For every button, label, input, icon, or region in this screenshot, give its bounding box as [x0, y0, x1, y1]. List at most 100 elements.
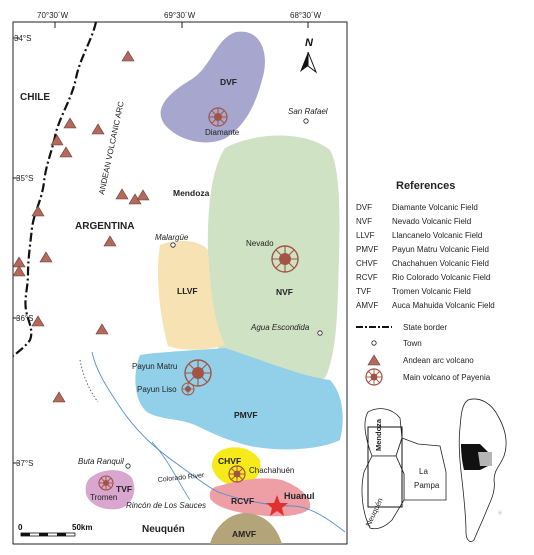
town-agua-escondida-icon [317, 330, 323, 336]
arc-volcano-icon [52, 391, 66, 403]
arc-volcano-icon [103, 235, 117, 247]
north-arrow-label: N [305, 37, 314, 49]
ref-abbr: TVF [356, 287, 371, 296]
label-chvf: CHVF [218, 456, 241, 466]
label-llvf: LLVF [177, 286, 198, 296]
label-colorado-river: Colorado River [157, 472, 205, 484]
volcano-diamante-icon [208, 107, 228, 127]
lon-label-2: 69°30´W [164, 11, 196, 20]
scale-end: 50km [72, 523, 92, 532]
ref-name: Payun Matru Volcanic Field [392, 245, 489, 254]
lat-label-4: 37°S [16, 459, 33, 468]
ref-name: Chachahuen Volcanic Field [392, 259, 489, 268]
ref-abbr: DVF [356, 203, 372, 212]
town-buta-ranquil-icon [125, 463, 131, 469]
inset-label-mendoza: Mendoza [374, 418, 383, 451]
legend-main-volcano: Main volcano of Payenia [403, 373, 491, 382]
lat-label-1: 34°S [14, 34, 31, 43]
arc-volcano-icon [63, 117, 77, 129]
volcano-chachahuen-icon [228, 465, 246, 483]
state-border [12, 21, 98, 357]
arc-volcano-icon [39, 251, 53, 263]
coordinate-ticks [13, 22, 309, 464]
inset-label-la: La [419, 467, 428, 476]
label-amvf: AMVF [232, 529, 256, 539]
river-tributary [151, 441, 191, 501]
lon-label-3: 68°30´W [290, 11, 322, 20]
label-rincon: Rincón de Los Sauces [126, 501, 206, 510]
river-dotted [79, 359, 99, 403]
ref-abbr: LLVF [356, 231, 375, 240]
label-buta-ranquil: Buta Ranquil [78, 457, 124, 466]
lat-label-2: 35°S [16, 174, 33, 183]
inset-provinces [361, 408, 447, 530]
ref-abbr: NVF [356, 217, 372, 226]
inset-provinces-grey [478, 452, 492, 466]
town-san-rafael-icon [303, 118, 309, 124]
label-payun-matru: Payun Matru [132, 362, 177, 371]
label-huanul: Huanul [284, 491, 315, 501]
colorado-river [91, 351, 346, 533]
label-chile: CHILE [20, 92, 50, 103]
lat-label-3: 36°S [16, 314, 33, 323]
inset-argentina-outline [458, 398, 507, 542]
label-dvf: DVF [220, 77, 237, 87]
volcano-payun-matru-icon [184, 359, 212, 387]
references-title: References [396, 180, 455, 192]
ref-abbr: PMVF [356, 245, 378, 254]
dvf-area [160, 31, 265, 143]
legend-volcano-icon [367, 354, 381, 366]
chvf-area [212, 447, 261, 487]
legend-town-icon [371, 340, 377, 346]
rcvf-area [209, 478, 311, 517]
legend-andean-volcano: Andean arc volcano [403, 356, 474, 365]
arc-volcano-icon [31, 315, 45, 327]
label-agua-escondida: Agua Escondida [250, 323, 310, 332]
town-malargue-icon [170, 242, 176, 248]
volcano-payun-liso-icon [181, 382, 195, 396]
label-neuquen: Neuquén [142, 524, 185, 535]
label-san-rafael: San Rafael [288, 107, 328, 116]
references-list: DVF Diamante Volcanic Field NVF Nevado V… [356, 203, 495, 310]
nvf-area [207, 135, 340, 380]
lon-label-1: 70°30´W [37, 11, 69, 20]
arc-volcano-icon [31, 205, 45, 217]
label-chachahuen: Chachahuén [249, 466, 294, 475]
north-arrow: N [300, 37, 318, 74]
tvf-area [85, 470, 135, 510]
label-nvf: NVF [276, 287, 293, 297]
arc-volcano-icon [136, 189, 150, 201]
arc-volcano-icon [115, 188, 129, 200]
label-tvf: TVF [116, 484, 132, 494]
inset-neuquen [361, 455, 405, 530]
arc-volcano-icon [95, 323, 109, 335]
arc-volcano-icon [121, 50, 135, 62]
legend-state-border: State border [403, 323, 447, 332]
label-pmvf: PMVF [234, 410, 258, 420]
inset-mendoza [364, 408, 403, 457]
amvf-area [210, 513, 282, 544]
arc-volcano-icon [91, 123, 105, 135]
ref-abbr: CHVF [356, 259, 378, 268]
inset-credit: ⓔ [498, 509, 502, 515]
volcano-tromen-icon [98, 475, 114, 491]
ref-abbr: RCVF [356, 273, 378, 282]
symbol-legend: State border Town Andean arc volcano Mai… [356, 323, 491, 386]
arc-volcano-icon [50, 134, 64, 146]
label-argentina: ARGENTINA [75, 221, 134, 232]
ref-abbr: AMVF [356, 301, 378, 310]
legend-main-volcano-icon [365, 368, 383, 386]
huanul-star-icon [266, 495, 288, 516]
label-malargue: Malargüe [155, 233, 189, 242]
volcano-nevado-icon [271, 245, 299, 273]
ref-name: Llancanelo Volcanic Field [392, 231, 482, 240]
label-nevado: Nevado [246, 239, 274, 248]
ref-name: Tromen Volcanic Field [392, 287, 471, 296]
inset-label-pampa: Pampa [414, 481, 440, 490]
label-payun-liso: Payun Liso [137, 385, 177, 394]
label-rcvf: RCVF [231, 496, 254, 506]
legend-town: Town [403, 339, 422, 348]
llvf-area [157, 240, 225, 350]
scale-zero: 0 [18, 523, 23, 532]
